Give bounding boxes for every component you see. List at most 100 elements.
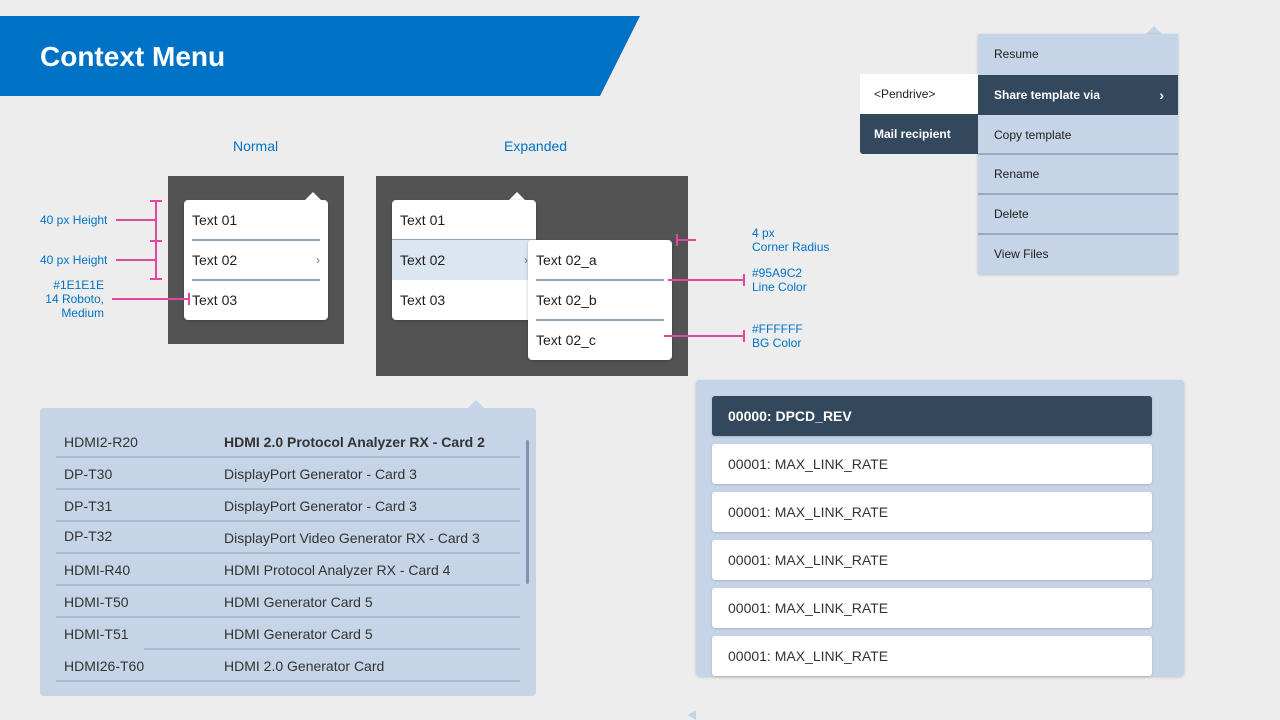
share-menu-item-copy[interactable]: Copy template	[978, 115, 1178, 155]
expanded-menu-item-2[interactable]: Text 02 ›	[392, 240, 536, 280]
label-normal: Normal	[233, 138, 279, 154]
register-label: 00000: DPCD_REV	[728, 408, 852, 424]
menu-separator	[192, 239, 320, 241]
share-menu-item-delete[interactable]: Delete	[978, 194, 1178, 234]
table-row[interactable]: HDMI26-T60 HDMI 2.0 Generator Card	[56, 650, 520, 682]
register-item[interactable]: 00001: MAX_LINK_RATE	[712, 492, 1152, 532]
share-menu-item-rename[interactable]: Rename	[978, 154, 1178, 194]
annotation-leader	[116, 259, 156, 261]
device-list-rows: HDMI2-R20 HDMI 2.0 Protocol Analyzer RX …	[40, 408, 536, 696]
annotation-leader-end	[743, 330, 745, 342]
device-name: DisplayPort Video Generator RX - Card 3	[224, 530, 480, 546]
device-id: HDMI26-T60	[64, 658, 145, 674]
table-row[interactable]: HDMI-R40 HDMI Protocol Analyzer RX - Car…	[56, 554, 520, 586]
row-separator	[56, 488, 520, 490]
table-row[interactable]: HDMI2-R20 HDMI 2.0 Protocol Analyzer RX …	[56, 426, 520, 458]
page-title: Context Menu	[40, 41, 226, 72]
menu-separator	[978, 233, 1178, 235]
register-label: 00001: MAX_LINK_RATE	[728, 552, 889, 568]
annotation-radius-label: Corner Radius	[752, 240, 830, 254]
annotation-leader	[676, 239, 696, 241]
normal-menu-caret	[305, 192, 321, 200]
device-name: DisplayPort Generator - Card 3	[224, 498, 417, 514]
device-id: DP-T31	[64, 498, 113, 514]
height-bracket-tick	[150, 240, 162, 242]
annotation-font-spec: 14 Roboto,	[45, 292, 104, 306]
menu-item-label: Copy template	[994, 128, 1072, 142]
device-id: HDMI-T50	[64, 594, 129, 610]
register-item[interactable]: 00001: MAX_LINK_RATE	[712, 444, 1152, 484]
menu-item-label: Text 02_a	[536, 252, 597, 268]
share-menu-item-resume[interactable]: Resume	[978, 34, 1178, 74]
share-menu: Resume Share template via › Copy templat…	[978, 34, 1178, 274]
register-item[interactable]: 00001: MAX_LINK_RATE	[712, 636, 1152, 676]
expanded-menu-item-3[interactable]: Text 03	[392, 280, 536, 320]
device-list-scrollbar[interactable]	[526, 440, 529, 584]
normal-menu: Text 01 Text 02 › Text 03	[184, 200, 328, 320]
annotation-leader-end	[743, 274, 745, 286]
register-list-pointer	[688, 710, 696, 720]
title-banner	[0, 16, 640, 96]
table-row[interactable]: DP-T32 DisplayPort Video Generator RX - …	[56, 522, 520, 554]
share-menu-caret	[1146, 26, 1162, 34]
annotation-font-color: #1E1E1E	[53, 278, 104, 292]
share-menu-item-share[interactable]: Share template via ›	[978, 75, 1178, 115]
register-label: 00001: MAX_LINK_RATE	[728, 600, 889, 616]
device-name: HDMI Generator Card 5	[224, 626, 373, 642]
menu-separator	[978, 193, 1178, 195]
row-separator	[56, 616, 520, 618]
annotation-leader	[112, 298, 190, 300]
device-name: HDMI 2.0 Generator Card	[224, 658, 385, 674]
menu-item-label: View Files	[994, 247, 1049, 261]
annotation-leader	[116, 219, 156, 221]
menu-item-label: Text 02_c	[536, 332, 596, 348]
menu-item-label: Text 02	[400, 252, 446, 268]
device-id: DP-T30	[64, 466, 113, 482]
device-name: DisplayPort Generator - Card 3	[224, 466, 417, 482]
register-item-selected[interactable]: 00000: DPCD_REV	[712, 396, 1152, 436]
chevron-right-icon: ›	[316, 253, 320, 267]
chevron-right-icon: ›	[1159, 87, 1164, 103]
expanded-submenu: Text 02_a Text 02_b Text 02_c	[528, 240, 672, 360]
menu-item-label: Text 02_b	[536, 292, 597, 308]
row-separator	[56, 680, 520, 682]
device-name: HDMI Protocol Analyzer RX - Card 4	[224, 562, 451, 578]
row-separator	[144, 648, 520, 650]
register-item[interactable]: 00001: MAX_LINK_RATE	[712, 588, 1152, 628]
annotation-line-color-value: #95A9C2	[752, 266, 803, 280]
menu-item-label: Text 03	[192, 292, 238, 308]
menu-item-label: Text 01	[192, 212, 238, 228]
table-row[interactable]: DP-T30 DisplayPort Generator - Card 3	[56, 458, 520, 490]
submenu-item-2[interactable]: Text 02_b	[528, 280, 672, 320]
device-id: HDMI-R40	[64, 562, 131, 578]
register-label: 00001: MAX_LINK_RATE	[728, 504, 889, 520]
expanded-menu-item-1[interactable]: Text 01	[392, 200, 536, 240]
normal-menu-item-1[interactable]: Text 01	[184, 200, 328, 240]
device-id: HDMI2-R20	[64, 434, 138, 450]
annotation-leader	[668, 279, 744, 281]
table-row[interactable]: HDMI-T51 HDMI Generator Card 5	[56, 618, 520, 650]
annotation-leader-end	[676, 234, 678, 246]
register-label: 00001: MAX_LINK_RATE	[728, 456, 889, 472]
device-name: HDMI Generator Card 5	[224, 594, 373, 610]
device-name: HDMI 2.0 Protocol Analyzer RX - Card 2	[224, 434, 485, 450]
expanded-menu-caret	[509, 192, 525, 200]
annotation-leader	[664, 335, 744, 337]
submenu-item-1[interactable]: Text 02_a	[528, 240, 672, 280]
table-row[interactable]: HDMI-T50 HDMI Generator Card 5	[56, 586, 520, 618]
annotation-font-weight: Medium	[61, 306, 104, 320]
normal-menu-item-2[interactable]: Text 02 ›	[184, 240, 328, 280]
register-item[interactable]: 00001: MAX_LINK_RATE	[712, 540, 1152, 580]
menu-item-label: Share template via	[994, 88, 1101, 102]
share-menu-item-view-files[interactable]: View Files	[978, 234, 1178, 274]
normal-menu-item-3[interactable]: Text 03	[184, 280, 328, 320]
share-submenu-item-pendrive[interactable]: <Pendrive>	[860, 74, 978, 114]
expanded-menu: Text 01 Text 02 › Text 03	[392, 200, 536, 320]
submenu-item-3[interactable]: Text 02_c	[528, 320, 672, 360]
device-id: HDMI-T51	[64, 626, 129, 642]
row-separator	[56, 552, 520, 554]
table-row[interactable]: DP-T31 DisplayPort Generator - Card 3	[56, 490, 520, 522]
annotation-line-color-label: Line Color	[752, 280, 807, 294]
share-submenu-item-mail[interactable]: Mail recipient	[860, 114, 978, 154]
row-separator	[56, 584, 520, 586]
